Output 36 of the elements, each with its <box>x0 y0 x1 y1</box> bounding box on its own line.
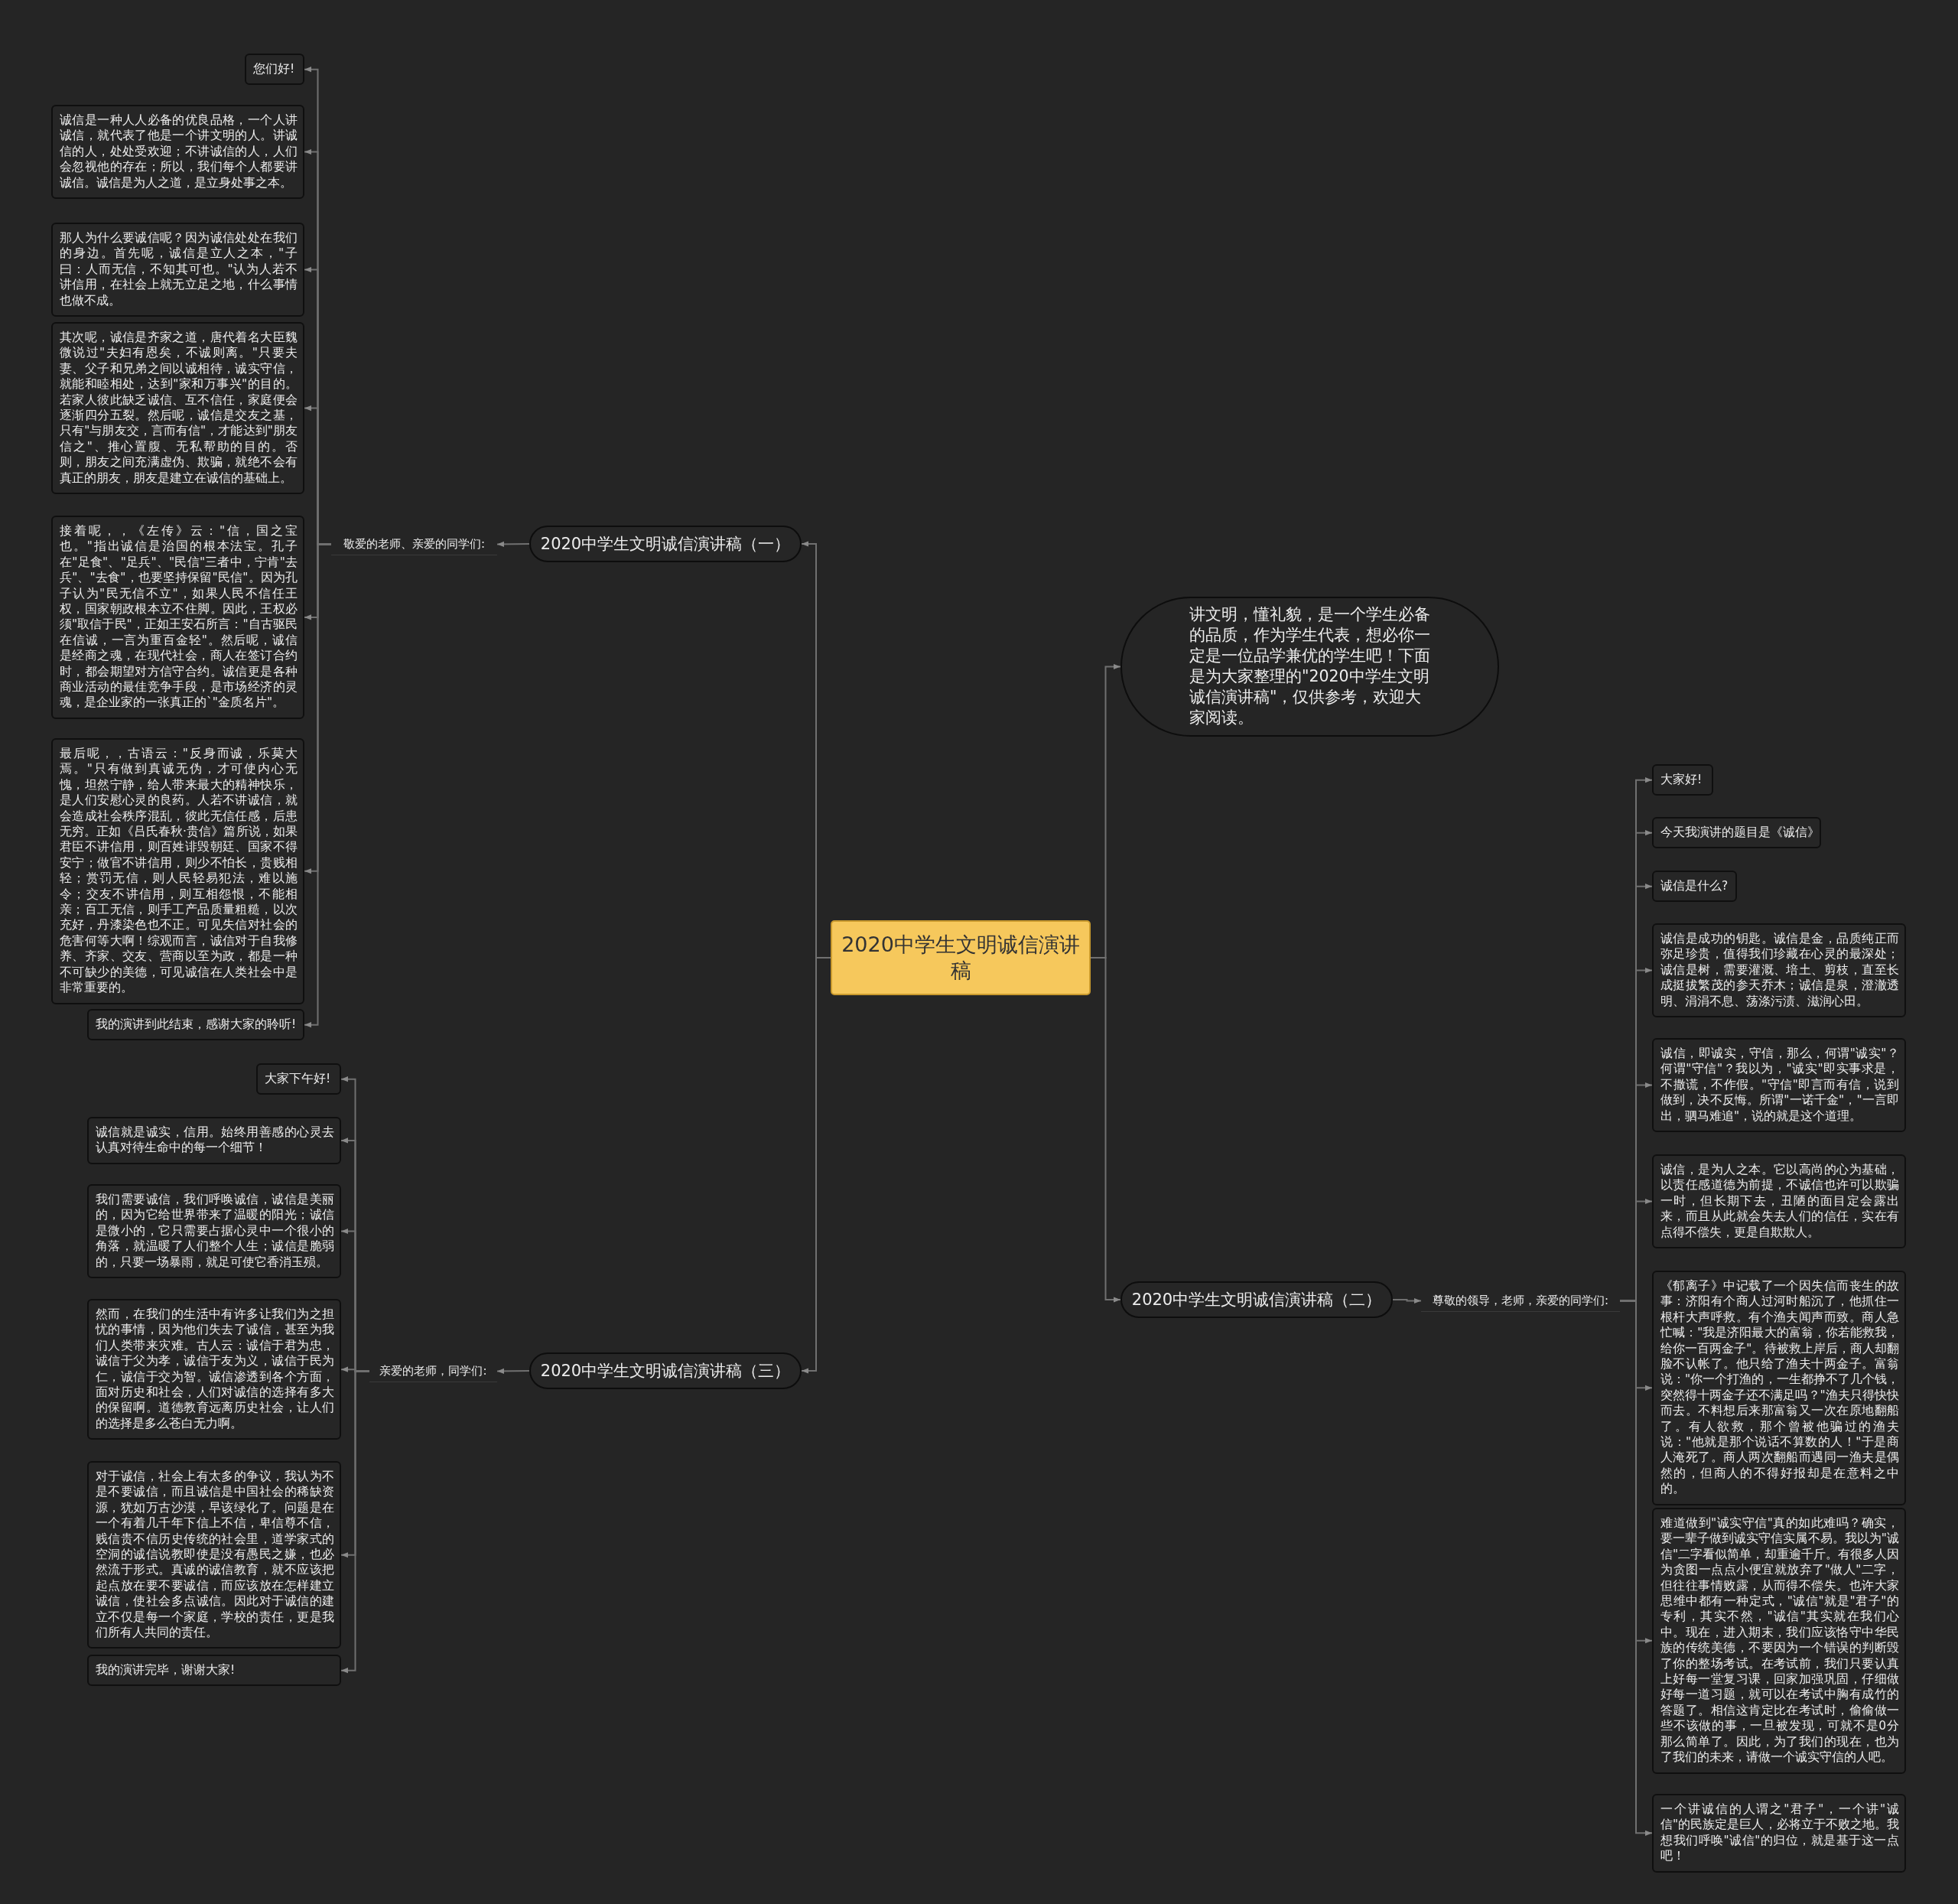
text-card: 我们需要诚信，我们呼唤诚信，诚信是美丽的，因为它给世界带来了温暖的阳光；诚信是微小的，它只需要占据心灵中一个很小的角落，就温暖了人们整个人生；诚信是脆弱的，只要一场暴雨，就足可使它香消玉殒。 <box>87 1184 341 1279</box>
text-card: 其次呢，诚信是齐家之道，唐代着名大臣魏微说过"夫妇有恩矣，不诚则离。"只要夫妻、父子和兄弟之间以诚相待，诚实守信，就能和睦相处，达到"家和万事兴"的目的。若家人彼此缺乏诚信、互不信任，家庭便会逐渐四分五裂。然后呢，诚信是交友之基，只有"与朋友交，言而有信"，才能达到"朋友信之"、推心置腹、无私帮助的目的。否则，朋友之间充满虚伪、欺骗，就绝不会有真正的朋友，朋友是建立在诚信的基础上。 <box>51 322 304 495</box>
text-card: 那人为什么要诚信呢？因为诚信处处在我们的身边。首先呢，诚信是立人之本，"子曰：人而无信，不知其可也。"认为人若不讲信用，在社会上就无立足之地，什么事情也做不成。 <box>51 223 304 317</box>
text-card: 诚信，即诚实，守信，那么，何谓"诚实"？何谓"守信"？我以为，"诚实"即实事求是，不撒谎，不作假。"守信"即言而有信，说到做到，决不反悔。所谓"一诺千金"，"一言即出，驷马难追"，说的就是这个道理。 <box>1652 1038 1906 1133</box>
text-card: 诚信是成功的钥匙。诚信是金，品质纯正而弥足珍贵，值得我们珍藏在心灵的最深处；诚信是树，需要灌溉、培土、剪枝，直至长成挺拔繁茂的参天乔木；诚信是泉，澄澈透明、涓涓不息、荡涤污渍、滋润心田。 <box>1652 923 1906 1018</box>
central-topic-box: 2020中学生文明诚信演讲稿 <box>831 920 1091 995</box>
text-card: 《郁离子》中记载了一个因失信而丧生的故事：济阳有个商人过河时船沉了，他抓住一根杆大声呼救。有个渔夫闻声而致。商人急忙喊："我是济阳最大的富翁，你若能救我，给你一百两金子"。待被救上岸后，商人却翻脸不认帐了。他只给了渔夫十两金子。富翁说："你一个打渔的，一生都挣不了几个钱，突然得十两金子还不满足吗？"渔夫只得快快而去。不料想后来那富翁又一次在原地翻船了。有人欲救，那个曾被他骗过的渔夫说："他就是那个说话不算数的人！"于是商人淹死了。商人两次翻船而遇同一渔夫是偶然的，但商人的不得好报却是在意料之中的。 <box>1652 1271 1906 1505</box>
text-card: 诚信是一种人人必备的优良品格，一个人讲诚信，就代表了他是一个讲文明的人。讲诚信的人，处处受欢迎；不讲诚信的人，人们会忽视他的存在；所以，我们每个人都要讲诚信。诚信是为人之道，是立身处事之本。 <box>51 105 304 200</box>
text-card: 诚信是什么? <box>1652 871 1737 903</box>
text-card: 诚信，是为人之本。它以高尚的心为基础，以责任感道德为前提，不诚信也许可以欺骗一时，但长期下去，丑陋的面目定会露出来，而且从此就会失去人们的信任，实在有点得不偿失，更是自欺欺人。 <box>1652 1154 1906 1249</box>
connector-arrow <box>496 1368 530 1374</box>
text-card: 接着呢，，《左传》云："信，国之宝也。"指出诚信是治国的根本法宝。孔子在"足食"、"足兵"、"民信"三者中，宁肯"去兵"、"去食"，也要坚持保留"民信"。因为孔子认为"民无信不立"，如果人民不信任王权，国家朝政根本立不住脚。因此，王权必须"取信于民"，正如王安石所言："自古驱民在信诚，一言为重百金轻"。然后呢，诚信是经商之魂，在现代社会，商人在签订合约时，都会期望对方信守合约。诚信更是各种商业活动的最佳竞争手段，是市场经济的灵魂，是企业家的一张真正的`"金质名片"。 <box>51 516 304 719</box>
text-card: 大家下午好! <box>256 1063 341 1095</box>
text-card: 最后呢，，古语云："反身而诚，乐莫大焉。"只有做到真诚无伪，才可使内心无愧，坦然宁静，给人带来最大的精神快乐，是人们安慰心灵的良药。人若不讲诚信，就会造成社会秩序混乱，彼此无信任感，后患无穷。正如《吕氏春秋·贵信》篇所说，如果君臣不讲信用，则百姓诽毁朝廷、国家不得安宁；做官不讲信用，则少不怕长，贵贱相轻；赏罚无信，则人民轻易犯法，难以施令；交友不讲信用，则互相怨恨，不能相亲；百工无信，则手工产品质量粗糙，以次充好，丹漆染色也不正。可见失信对社会的危害何等大啊！综观而言，诚信对于自我修养、齐家、交友、营商以至为政，都是一种不可缺少的美德，可见诚信在人类社会中是非常重要的。 <box>51 738 304 1004</box>
branch-topic-pill: 2020中学生文明诚信演讲稿（二） <box>1120 1281 1393 1318</box>
text-card: 您们好! <box>245 54 304 86</box>
text-card: 然而，在我们的生活中有许多让我们为之担忧的事情，因为他们失去了诚信，甚至为我们人类带来灾难。古人云：诚信于君为忠，诚信于父为孝，诚信于友为义，诚信于民为仁，诚信于交为智。诚信渗透到各个方面，面对历史和社会，人们对诚信的选择有多大的保留啊。道德教育远离历史社会，让人们的选择是多么苍白无力啊。 <box>87 1299 341 1440</box>
text-card: 对于诚信，社会上有太多的争议，我认为不是不要诚信，而且诚信是中国社会的稀缺资源，犹如万古沙漠，早该绿化了。问题是在一个有着几千年下信上不信，卑信尊不信，贱信贵不信历史传统的社会里，道学家式的空洞的诚信说教即使是没有愚民之嫌，也必然流于形式。真诚的诚信教育，就不应该把起点放在要不要诚信，而应该放在怎样建立诚信，使社会多点诚信。因此对于诚信的建立不仅是每一个家庭，学校的责任，更是我们所有人共同的责任。 <box>87 1461 341 1649</box>
text-card: 我的演讲完毕，谢谢大家! <box>87 1655 341 1687</box>
connector-arrow <box>304 543 332 1028</box>
connector-arrow <box>1392 1297 1422 1304</box>
text-card: 一个讲诚信的人谓之"君子"，一个讲"诚信"的民族定是巨人，必将立于不败之地。我想我们呼唤"诚信"的归位，就是基于这一点吧！ <box>1652 1794 1906 1873</box>
text-card: 大家好! <box>1652 764 1713 796</box>
connector-arrow <box>1619 1300 1653 1836</box>
branch-topic-pill: 2020中学生文明诚信演讲稿（一） <box>529 526 802 562</box>
text-card: 我的演讲到此结束，感谢大家的聆听! <box>87 1009 304 1041</box>
salutation-label: 敬爱的老师、亲爱的同学们: <box>331 533 497 555</box>
salutation-label: 尊敬的领导，老师，亲爱的同学们: <box>1421 1290 1620 1312</box>
text-card: 诚信就是诚实，信用。始终用善感的心灵去认真对待生命中的每一个细节！ <box>87 1117 341 1164</box>
text-card: 难道做到"诚实守信"真的如此难吗？确实，要一辈子做到诚实守信实属不易。我以为"诚信"二字看似简单，却重逾千斤。有很多人因为贪图一点点小便宜就放弃了"做人"二字，但往往事情败露，从而得不偿失。也许大家思维中都有一种定式，"诚信"就是"君子"的专利，其实不然，"诚信"其实就在我们心中。现在，进入期末，我们应该恪守中华民族的传统美德，不要因为一个错误的判断毁了你的整场考试。在考试前，我们只要认真上好每一堂复习课，回家加强巩固，仔细做好每一道习题，就可以在考试中胸有成竹的答题了。相信这肯定比在考试时，偷偷做一些不该做的事，一旦被发现，可就不是0分那么简单了。因此，为了我们的现在，也为了我们的未来，请做一个诚实守信的人吧。 <box>1652 1508 1906 1774</box>
connector-arrow <box>496 541 530 547</box>
connector-arrow <box>340 1370 370 1674</box>
branch-topic-pill: 2020中学生文明诚信演讲稿（三） <box>529 1352 802 1389</box>
salutation-label: 亲爱的老师，同学们: <box>369 1360 497 1382</box>
text-card: 今天我演讲的题目是《诚信》 <box>1652 817 1821 849</box>
intro-bubble: 讲文明，懂礼貌，是一个学生必备的品质，作为学生代表，想必你一定是一位品学兼优的学生吧！下面是为大家整理的"2020中学生文明诚信演讲稿"，仅供参考，欢迎大家阅读。 <box>1120 597 1499 737</box>
